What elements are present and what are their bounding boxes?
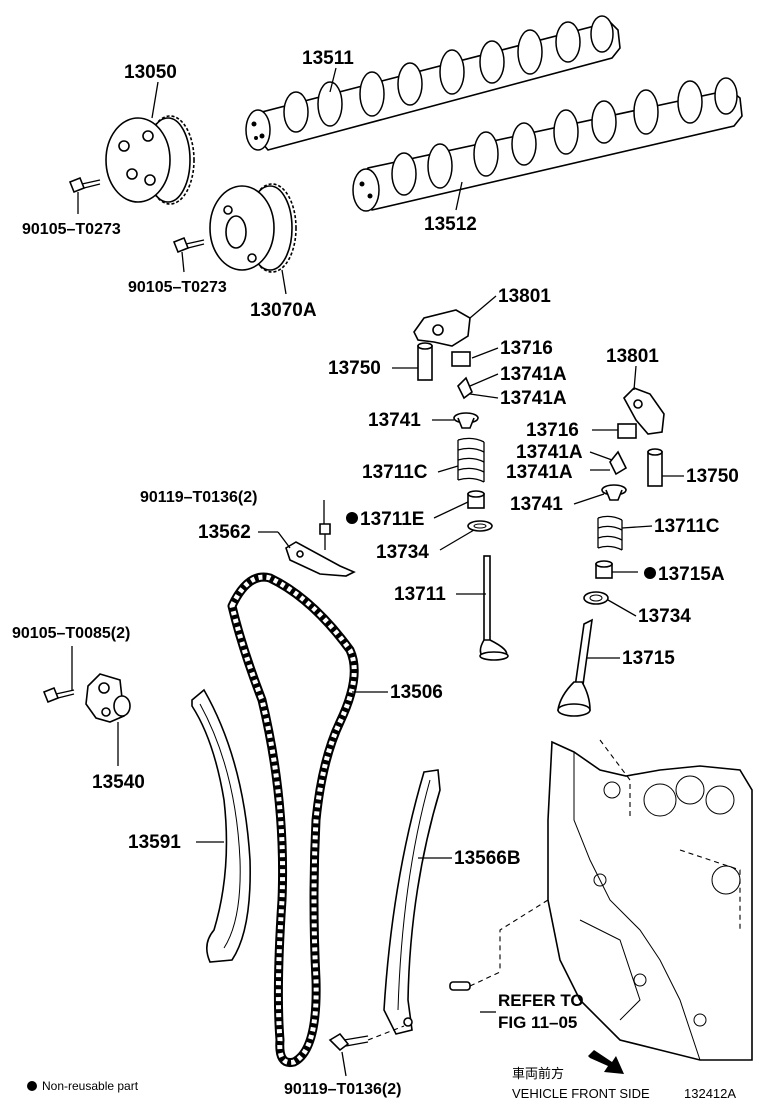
valve-keepers-13741a-b xyxy=(609,450,628,476)
dowel-pin xyxy=(449,971,501,991)
chain-guide-13566b xyxy=(383,769,441,1035)
leader-lines xyxy=(71,67,684,1077)
label-13741a-2: 13741A xyxy=(500,388,567,409)
valve-spring-13711c xyxy=(457,437,485,483)
label-90119-t0136-bottom: 90119–T0136(2) xyxy=(284,1081,401,1098)
legend: Non-reusable part xyxy=(27,1079,139,1093)
valve-keepers-13741a-a xyxy=(457,376,473,400)
valve-stem-cap-13716-a xyxy=(451,351,471,367)
label-13591: 13591 xyxy=(128,832,181,853)
label-13741a-4: 13741A xyxy=(506,462,573,483)
cam-timing-gear-13070a xyxy=(209,183,297,273)
label-13566b: 13566B xyxy=(454,848,521,869)
label-13750-b: 13750 xyxy=(686,466,739,487)
lash-adjuster-13750-a xyxy=(417,342,433,381)
part-labels: 13050 13511 13512 90105–T0273 90105–T027… xyxy=(12,48,739,1098)
bolt-90105-t0085 xyxy=(42,686,75,704)
legend-text: Non-reusable part xyxy=(42,1079,139,1093)
spring-retainer-13741-a xyxy=(453,412,479,429)
valve-stem-seal-13715a xyxy=(595,560,613,579)
label-13506: 13506 xyxy=(390,682,443,703)
label-13741-b: 13741 xyxy=(510,494,563,515)
label-13050: 13050 xyxy=(124,62,177,83)
label-13741a-3: 13741A xyxy=(516,442,583,463)
camshaft-13512 xyxy=(352,77,743,212)
label-13070a: 13070A xyxy=(250,300,317,321)
label-13711: 13711 xyxy=(394,584,446,605)
label-13734-a: 13734 xyxy=(376,542,429,563)
filled-circle-icon xyxy=(27,1081,37,1091)
exhaust-valve-13715 xyxy=(557,618,594,717)
label-90105-t0273-a: 90105–T0273 xyxy=(22,221,121,238)
bolt-90119-t0136-bottom xyxy=(328,1025,405,1052)
valve-spring-seat-13734-a xyxy=(467,520,493,532)
direction-indicator: 車両前方 VEHICLE FRONT SIDE xyxy=(512,1050,650,1101)
rocker-arm-13801-a xyxy=(413,309,471,347)
label-13711c-a: 13711C xyxy=(362,462,428,483)
label-90105-t0273-b: 90105–T0273 xyxy=(128,279,227,296)
label-13711e: 13711E xyxy=(360,509,424,530)
direction-en: VEHICLE FRONT SIDE xyxy=(512,1086,650,1101)
rocker-arm-13801-b xyxy=(623,387,665,435)
label-13750-a: 13750 xyxy=(328,358,381,379)
refer-to-line-2: FIG 11–05 xyxy=(498,1013,577,1032)
label-13512: 13512 xyxy=(424,214,477,235)
camshaft-13511 xyxy=(245,15,621,151)
valve-spring-seat-13734-b xyxy=(583,591,609,605)
label-13540: 13540 xyxy=(92,772,145,793)
label-13716-a: 13716 xyxy=(500,338,553,359)
arrow-icon xyxy=(588,1050,624,1074)
label-90119-t0136-top: 90119–T0136(2) xyxy=(140,489,257,506)
spring-retainer-13741-b xyxy=(601,484,627,501)
timing-chain-13506 xyxy=(227,572,359,1067)
chain-damper-13562 xyxy=(285,541,356,577)
label-13734-b: 13734 xyxy=(638,606,691,627)
refer-to-line-1: REFER TO xyxy=(498,991,584,1010)
cam-timing-gear-13050 xyxy=(105,115,195,205)
bolt-90105-t0273-a xyxy=(68,176,101,194)
intake-valve-13711 xyxy=(479,555,509,661)
label-13741-a: 13741 xyxy=(368,410,421,431)
lash-adjuster-13750-b xyxy=(647,448,663,487)
valve-spring-13711c-b xyxy=(597,515,623,551)
bolt-90105-t0273-b xyxy=(172,236,205,254)
label-13716-b: 13716 xyxy=(526,420,579,441)
valve-stem-cap-13716-b xyxy=(617,423,637,439)
label-13801-b: 13801 xyxy=(606,346,659,367)
chain-slipper-13591 xyxy=(191,688,251,963)
valve-stem-seal-13711e xyxy=(467,490,485,509)
chain-tensioner-13540 xyxy=(85,673,131,723)
figure-code: 132412A xyxy=(684,1086,736,1101)
bolt-90119-t0136-top xyxy=(319,523,331,550)
non-reusable-mark-13711e xyxy=(346,512,358,524)
label-13715a: 13715A xyxy=(658,564,725,585)
non-reusable-mark-13715a xyxy=(644,567,656,579)
label-13711c-b: 13711C xyxy=(654,516,720,537)
engine-block xyxy=(499,739,753,1061)
label-13801-a: 13801 xyxy=(498,286,551,307)
direction-jp: 車両前方 xyxy=(512,1066,564,1081)
label-13715: 13715 xyxy=(622,648,675,669)
label-90105-t0085: 90105–T0085(2) xyxy=(12,625,130,642)
label-13741a-1: 13741A xyxy=(500,364,567,385)
label-13511: 13511 xyxy=(302,48,354,69)
label-13562: 13562 xyxy=(198,522,251,543)
